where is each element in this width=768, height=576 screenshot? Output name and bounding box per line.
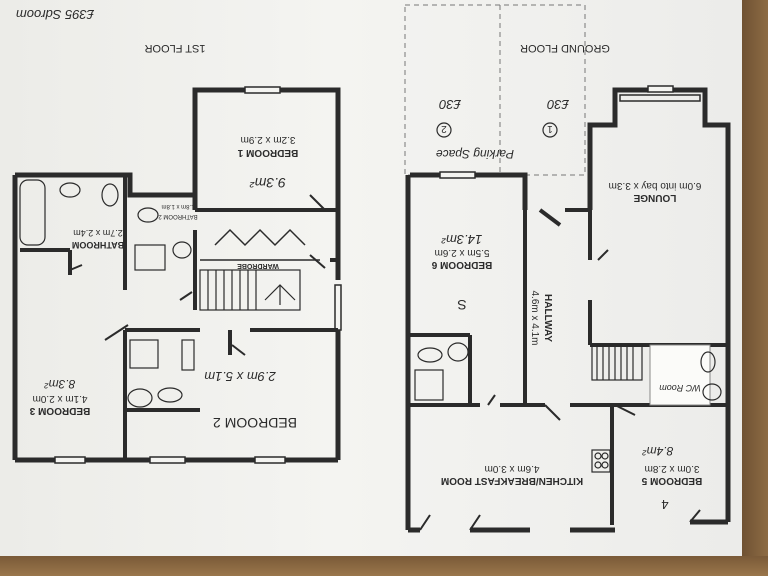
hallway-name: HALLWAY [542,294,553,342]
handwriting-top-left: £395 Sdroom [16,7,95,22]
bedroom2-dims: 2.9m x 5.1m [204,369,277,384]
parking-area [404,4,586,176]
ground-floor-heading: GROUND FLOOR [520,42,610,54]
first-floor-heading: 1ST FLOOR [144,42,205,54]
wardrobe-label: WARDROBE [237,262,279,269]
bedroom-g-dims: 5.5m x 2.6m [434,247,489,258]
lounge-name: LOUNGE [633,192,676,203]
bathroom1-name: BATHROOM [72,240,124,250]
bedroom1-dims: 3.2m x 2.9m [240,134,295,145]
bedroom3-name: BEDROOM 3 [29,405,90,416]
handwriting-price-2: £30 [438,97,461,112]
bedroom-g-area: 14.3m² [441,232,482,247]
kitchen-dims: 4.6m x 3.0m [484,463,539,474]
floor-plan-paper: 1ST FLOOR BEDROOM 1 3.2m x 2.9m 9.3m² BA… [0,0,742,556]
bedroom5-name: BEDROOM 5 [641,475,702,486]
ground-floor-plan [404,4,731,533]
handwriting-price-1: £30 [546,97,569,112]
bathroom1-dims: 2.7m x 2.4m [73,228,123,238]
handwriting-circle-1: 1 [547,123,553,134]
wc-note-paper [649,344,711,406]
bedroom5-note: 4 [661,497,668,512]
bedroom2-name: BEDROOM 2 [213,415,297,431]
first-fixtures [19,179,195,408]
bedroom3-dims: 4.1m x 2.0m [32,393,87,404]
bedroom3-area: 8.3m² [44,377,76,391]
bathroom2-dims: 1.8m x 1.8m [161,203,194,209]
ground-fixtures [414,342,722,473]
wooden-table-right [742,0,768,576]
first-internal-walls [20,175,338,460]
kitchen-name: KITCHEN/BREAKFAST ROOM [441,475,583,486]
handwriting-circle-2: 2 [441,123,447,134]
bedroom-g-note: S [457,297,466,313]
ground-stairs [591,344,643,381]
wooden-table-bottom [0,556,768,576]
lounge-dims: 6.0m into bay x 3.3m [609,180,702,191]
wc-note: WC Room [659,383,701,393]
first-floor-plan [12,86,342,464]
bedroom-g-name: BEDROOM 6 [431,259,492,270]
bedroom5-area: 8.4m² [642,444,674,458]
bathroom2-name: BATHROOM 2 [158,213,198,219]
first-stairs [199,269,301,311]
circle-marker-2 [436,122,452,138]
floor-plan-drawing: 1ST FLOOR BEDROOM 1 3.2m x 2.9m 9.3m² BA… [12,4,731,533]
bedroom1-area: 9.3m² [249,175,286,191]
circle-marker-1 [542,122,558,138]
handwriting-parking: Parking Space [436,147,514,161]
bedroom1-name: BEDROOM 1 [237,147,298,158]
bedroom5-dims: 3.0m x 2.8m [644,463,699,474]
hallway-dims: 4.6m x 4.1m [529,290,540,345]
